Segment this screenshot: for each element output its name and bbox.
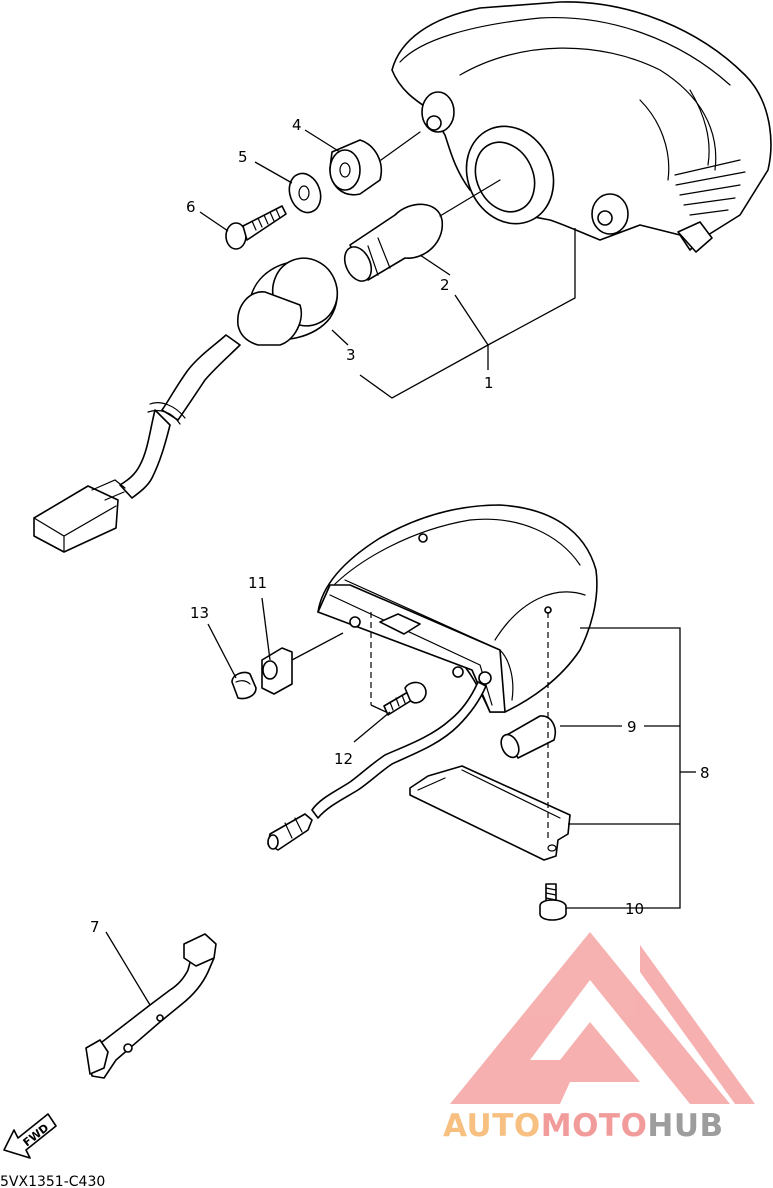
callout-13: 13 <box>190 604 209 622</box>
screw-part-10 <box>539 883 567 921</box>
callout-8: 8 <box>700 764 710 782</box>
license-light-wire <box>267 681 487 851</box>
bracket-part-7 <box>85 931 217 1079</box>
fwd-arrow: FWD <box>3 1113 57 1159</box>
watermark-text-hub: HUB <box>647 1108 723 1144</box>
watermark-text-moto: MOTO <box>541 1108 648 1144</box>
callout-10: 10 <box>625 900 644 918</box>
screw-part-12 <box>383 681 427 716</box>
grommet-part-4 <box>329 131 421 196</box>
clip-part-11 <box>261 632 344 695</box>
leader-lines-top <box>199 129 576 399</box>
nut-part-13 <box>231 671 257 700</box>
diagram-code: 5VX1351-C430 <box>0 1174 105 1188</box>
bulb-part-9 <box>500 715 556 759</box>
callout-numbers: 1 2 3 4 5 6 7 8 9 10 11 12 13 <box>90 116 710 936</box>
callout-9: 9 <box>627 718 637 736</box>
screw-part-6 <box>225 205 287 250</box>
watermark-text-auto: AUTO <box>443 1108 541 1144</box>
watermark-triangle-inner <box>640 945 755 1104</box>
callout-4: 4 <box>292 116 302 134</box>
license-light-housing <box>317 504 598 713</box>
washer-part-5 <box>288 172 322 214</box>
lens-cover-part-8 <box>409 765 571 861</box>
callout-6: 6 <box>186 198 196 216</box>
callout-3: 3 <box>346 346 356 364</box>
watermark-logo: AUTOMOTOHUB <box>443 932 755 1144</box>
callout-2: 2 <box>440 276 450 294</box>
callout-5: 5 <box>238 148 248 166</box>
tail-light-housing <box>391 1 772 253</box>
bulb-part-2 <box>343 179 501 282</box>
leader-lines-middle <box>207 597 696 909</box>
callout-7: 7 <box>90 918 100 936</box>
callout-12: 12 <box>334 750 353 768</box>
callout-11: 11 <box>248 574 267 592</box>
watermark-triangle-mark <box>450 932 730 1104</box>
socket-part-3 <box>33 257 339 553</box>
watermark-text: AUTOMOTOHUB <box>443 1108 724 1144</box>
callout-1: 1 <box>484 374 494 392</box>
